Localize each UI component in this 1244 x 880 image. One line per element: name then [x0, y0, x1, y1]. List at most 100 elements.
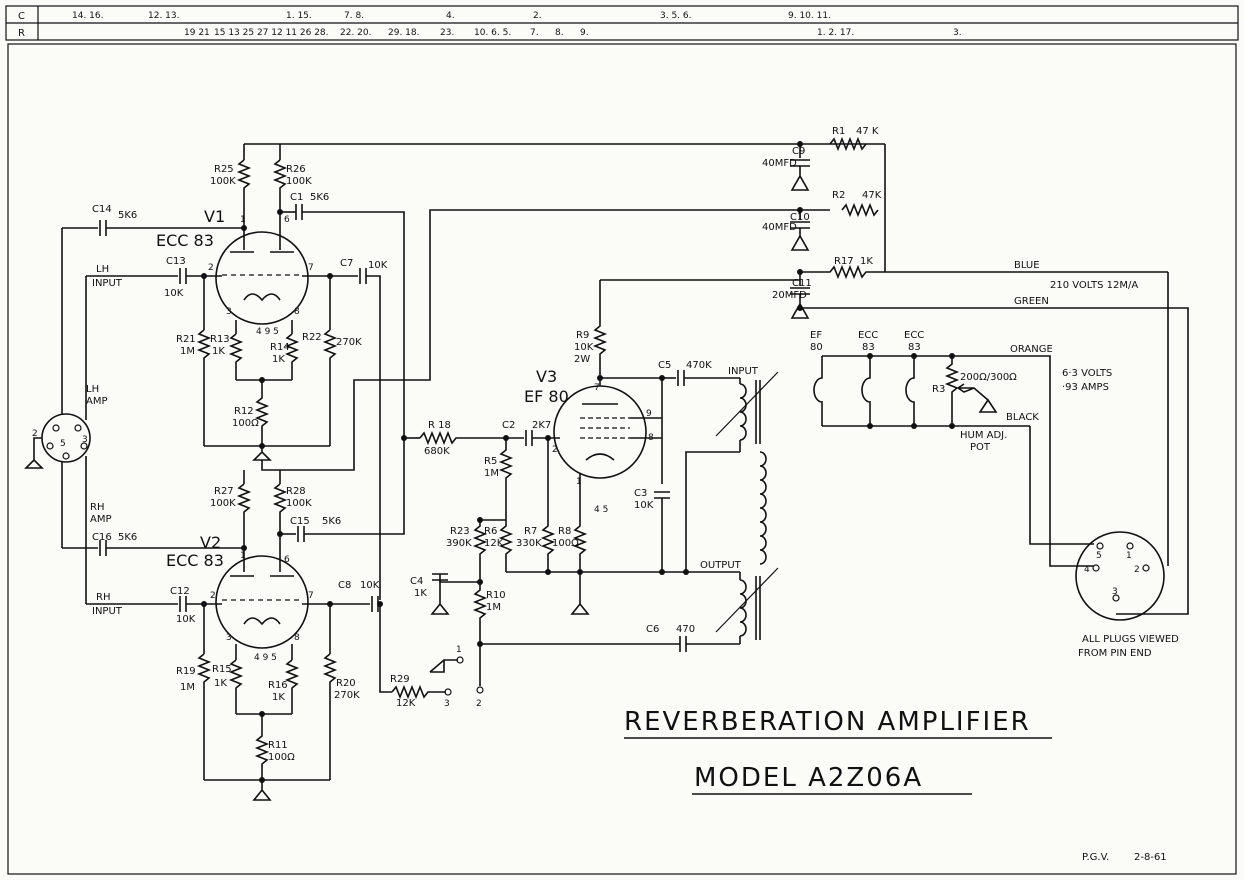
- c9-label: C9: [792, 146, 805, 157]
- r22-label: R22: [302, 332, 322, 343]
- c5-label: C5: [658, 360, 671, 371]
- c8-value: 10K: [360, 580, 380, 591]
- r21-resistor: [196, 329, 212, 446]
- r19-value: 1M: [180, 682, 195, 693]
- ground-c4: [430, 580, 450, 615]
- grid-r-10: 3.: [953, 28, 962, 38]
- plugs-note-line1: ALL PLUGS VIEWED: [1082, 634, 1179, 645]
- r19-resistor: [196, 653, 212, 780]
- r1-label: R1: [832, 126, 845, 137]
- c16-value: 5K6: [118, 532, 137, 543]
- r15-value: 1K: [214, 678, 227, 689]
- c6-value: 470: [676, 624, 695, 635]
- grid-r-1: 15 13 25 27 12 11 26 28.: [214, 28, 329, 38]
- heater-ef80-label: EF: [810, 330, 822, 341]
- r19-label: R19: [176, 666, 196, 677]
- green-wire-label: GREEN: [1014, 296, 1049, 307]
- heater-ecc2-label: ECC: [904, 330, 924, 341]
- hum-pot-label: POT: [970, 442, 991, 453]
- r26-value: 100K: [286, 176, 312, 187]
- v2-label: V2: [200, 533, 221, 552]
- v1-tube: [215, 231, 309, 325]
- r14-resistor: [284, 333, 300, 380]
- r20-label: R20: [336, 678, 356, 689]
- heater-ecc2-label2: 83: [908, 342, 921, 353]
- c1-value: 5K6: [310, 192, 329, 203]
- power-plug: 5 1 4 2 3 ALL PLUGS VIEWED FROM PIN END: [1075, 531, 1179, 659]
- c2-capacitor: [525, 430, 533, 446]
- power-supply: C9 40MFD R1 47 K C10 40MFD R2 47K R17 1K…: [600, 126, 1189, 615]
- v2-stage: R27 100K R28 100K C15 5K6 C16 5K6 RH AMP…: [62, 438, 405, 801]
- svg-text:3: 3: [1112, 587, 1118, 597]
- svg-text:2: 2: [32, 429, 38, 439]
- r5-value: 1M: [484, 468, 499, 479]
- r6-resistor: [498, 520, 514, 572]
- r22-resistor: [322, 329, 338, 446]
- r17-label: R17: [834, 256, 854, 267]
- svg-text:1: 1: [240, 551, 246, 561]
- r29-area: R29 12K 3 1 2: [379, 604, 484, 709]
- black-wire-label: BLACK: [1006, 412, 1039, 423]
- lh-input-label: LH: [96, 264, 109, 275]
- svg-text:2: 2: [210, 591, 216, 601]
- c7-value: 10K: [368, 260, 388, 271]
- c7-label: C7: [340, 258, 353, 269]
- r7-label: R7: [524, 526, 537, 537]
- svg-text:4 9 5: 4 9 5: [256, 327, 279, 337]
- spring-coil: [759, 451, 767, 565]
- r6-label: R6: [484, 526, 497, 537]
- input-transducer-label: INPUT: [728, 366, 759, 377]
- ground-v1: [252, 446, 272, 461]
- svg-text:5: 5: [1096, 551, 1102, 561]
- c12-label: C12: [170, 586, 190, 597]
- c1-capacitor: [295, 204, 303, 220]
- r29-resistor: [391, 684, 446, 700]
- r29-value: 12K: [396, 698, 416, 709]
- r3-pot: [944, 356, 960, 426]
- blue-wire-label: BLUE: [1014, 260, 1040, 271]
- r27-label: R27: [214, 486, 234, 497]
- r12-resistor: [254, 380, 270, 446]
- c12-capacitor: [179, 596, 187, 612]
- ground-switch: [429, 659, 458, 673]
- r8-resistor: [572, 484, 588, 572]
- r13-value: 1K: [212, 346, 225, 357]
- svg-text:2: 2: [476, 699, 482, 709]
- grid-reference-table: C R 14. 16. 12. 13. 1. 15. 7. 8. 4. 2. 3…: [5, 5, 1239, 41]
- grid-r-label: R: [18, 28, 25, 39]
- r12-label: R12: [234, 406, 254, 417]
- grid-r-2: 22. 20.: [340, 28, 372, 38]
- r5-resistor: [498, 438, 514, 520]
- c3-value: 10K: [634, 500, 654, 511]
- output-transducer-coil: [739, 579, 747, 637]
- svg-text:1: 1: [240, 215, 246, 225]
- r29-label: R29: [390, 674, 410, 685]
- grid-c-3: 7. 8.: [344, 11, 364, 21]
- r9-resistor: [592, 280, 608, 378]
- svg-text:3: 3: [444, 699, 450, 709]
- c9-value: 40MFD: [762, 158, 797, 169]
- c7-capacitor: [359, 268, 367, 284]
- grid-r-6: 7.: [530, 28, 539, 38]
- r7-value: 330K: [516, 538, 542, 549]
- c15-value: 5K6: [322, 516, 341, 527]
- r27-value: 100K: [210, 498, 236, 509]
- grid-r-9: 1. 2. 17.: [817, 28, 854, 38]
- r25-resistor: [236, 159, 252, 212]
- output-transducer-label: OUTPUT: [700, 560, 742, 571]
- grid-r-7: 8.: [555, 28, 564, 38]
- c1-label: C1: [290, 192, 303, 203]
- r9-value: 10K: [574, 342, 594, 353]
- grid-r-3: 29. 18.: [388, 28, 420, 38]
- r28-label: R28: [286, 486, 306, 497]
- c2-value: 2K7: [532, 420, 551, 431]
- grid-c-6: 3. 5. 6.: [660, 11, 691, 21]
- r10-resistor: [472, 582, 488, 644]
- c14-capacitor: [99, 220, 107, 236]
- title-line1: REVERBERATION AMPLIFIER: [624, 707, 1031, 737]
- reverb-transducers: INPUT OUTPUT: [686, 366, 779, 644]
- svg-text:7: 7: [308, 263, 314, 273]
- r25-value: 100K: [210, 176, 236, 187]
- svg-text:3: 3: [82, 435, 88, 445]
- grid-r-5: 10. 6. 5.: [474, 28, 511, 38]
